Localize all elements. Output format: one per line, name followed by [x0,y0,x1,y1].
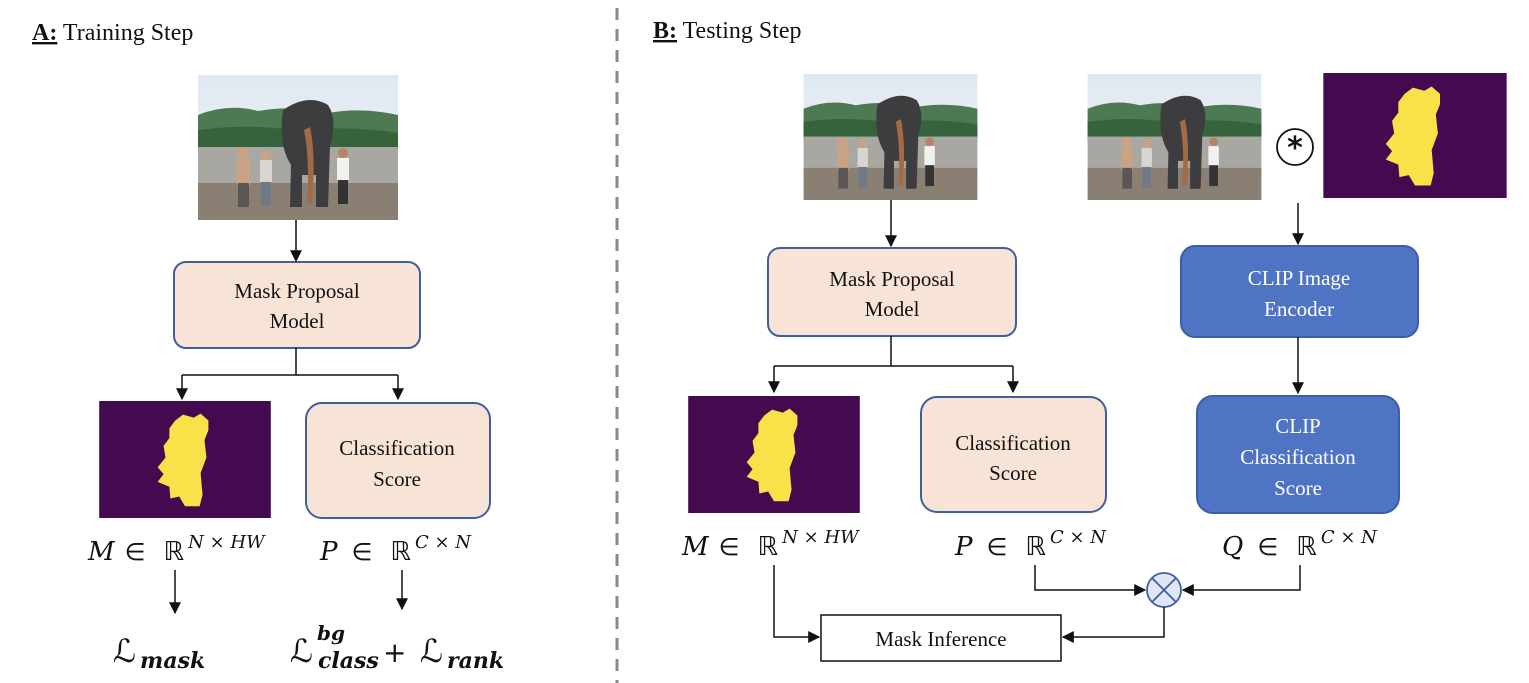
clip-image-encoder-label-line1: CLIP Image [1248,266,1350,290]
class-rank-loss: ℒ bg [290,621,345,670]
rank-loss: ℒ rank [420,632,504,674]
loss-plus: + [383,636,406,669]
mask-formula-b: M ∈ ℝ N × HW [681,527,860,562]
clip-score-label-line3: Score [1274,476,1322,500]
clip-classification-score-box [1196,395,1400,514]
input-image-a [198,75,398,220]
mask-proposal-model-label-a-line1: Mask Proposal [234,279,360,303]
multiply-operator-circle [1276,128,1314,166]
mask-proposal-model-label-b-line2: Model [865,297,920,321]
mask-proposal-model-label-b-line1: Mask Proposal [829,267,955,291]
arrow-score-to-product [1034,565,1147,596]
classification-score-label-b-line2: Score [989,461,1037,485]
score-formula-b: P ∈ ℝ C × N [954,527,1107,562]
predicted-mask-image-b [688,396,860,513]
classification-score-label-b-line1: Classification [955,431,1071,455]
classification-score-box-a [305,402,491,519]
classification-score-label-a-line2: Score [373,467,421,491]
clip-formula: Q ∈ ℝ C × N [1222,527,1378,562]
mask-inference-box [820,614,1062,662]
split-connector-a [182,348,297,376]
clip-score-label-line2: Classification [1240,445,1356,469]
class-loss-subscript: class [318,648,379,674]
classification-score-box-b [920,396,1107,513]
arrow-clip-to-product [1181,565,1301,596]
mask-input-clip [1323,73,1507,198]
predicted-mask-image-a [99,401,271,518]
score-formula-a: P ∈ ℝ C × N [319,532,472,567]
clip-image-encoder-label-line2: Encoder [1264,297,1334,321]
multiply-operator: * [1287,131,1303,166]
split-connector-b [774,336,892,367]
mask-proposal-model-box-a [173,261,421,349]
panel-b-heading: B: Testing Step [653,18,802,44]
panel-a-heading: A: Training Step [32,20,193,46]
mask-formula-a: M ∈ ℝ N × HW [87,532,266,567]
clip-image-encoder-box [1180,245,1419,338]
arrow-product-to-inference [1061,607,1165,643]
input-image-b [803,74,978,200]
mask-proposal-model-label-a-line2: Model [270,309,325,333]
arrow-mask-to-inference [773,565,821,643]
mask-proposal-model-box-b [767,247,1017,337]
mask-loss: ℒ mask [113,632,205,674]
mask-inference-label: Mask Inference [875,627,1006,651]
input-image-clip [1087,74,1262,200]
clip-score-label-line1: CLIP [1275,414,1321,438]
classification-score-label-a-line1: Classification [339,436,455,460]
